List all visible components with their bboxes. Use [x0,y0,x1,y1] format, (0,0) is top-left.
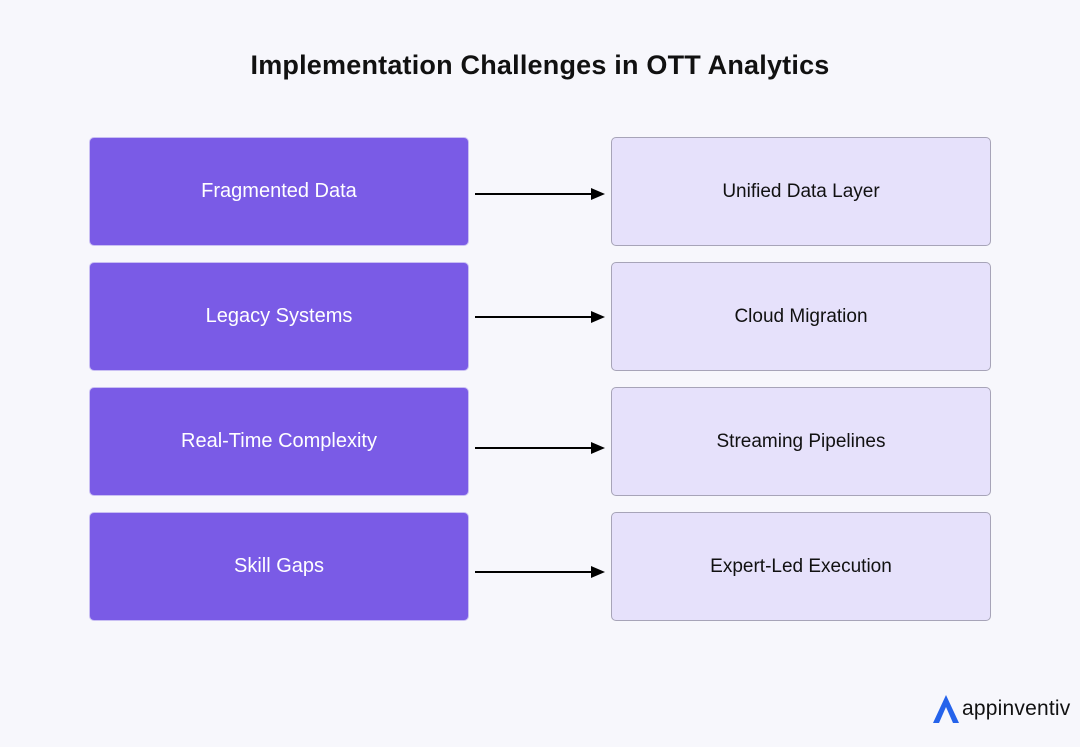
challenge-label: Legacy Systems [205,305,353,327]
challenge-label: Fragmented Data [201,180,357,202]
solution-box: Unified Data Layer [611,137,991,246]
challenge-label: Skill Gaps [233,555,325,577]
page-title: Implementation Challenges in OTT Analyti… [250,50,830,80]
solution-box: Expert-Led Execution [611,512,991,621]
arrow-right-icon [475,442,605,454]
solution-label: Cloud Migration [734,305,868,327]
arrow-right-icon [475,311,605,323]
challenge-label: Real-Time Complexity [181,430,377,452]
solution-box: Cloud Migration [611,262,991,371]
brand-logo: appinventiv [932,694,1070,724]
solution-label: Expert-Led Execution [710,555,892,577]
logo-text: appinventiv [962,697,1071,720]
challenge-box: Real-Time Complexity [89,387,469,496]
solution-label: Unified Data Layer [722,180,880,202]
challenge-box: Legacy Systems [89,262,469,371]
arrow-right-icon [475,188,605,200]
solution-label: Streaming Pipelines [716,430,886,452]
challenge-box: Fragmented Data [89,137,469,246]
appinventiv-logo-icon [933,695,959,723]
solution-box: Streaming Pipelines [611,387,991,496]
arrow-right-icon [475,566,605,578]
challenge-box: Skill Gaps [89,512,469,621]
